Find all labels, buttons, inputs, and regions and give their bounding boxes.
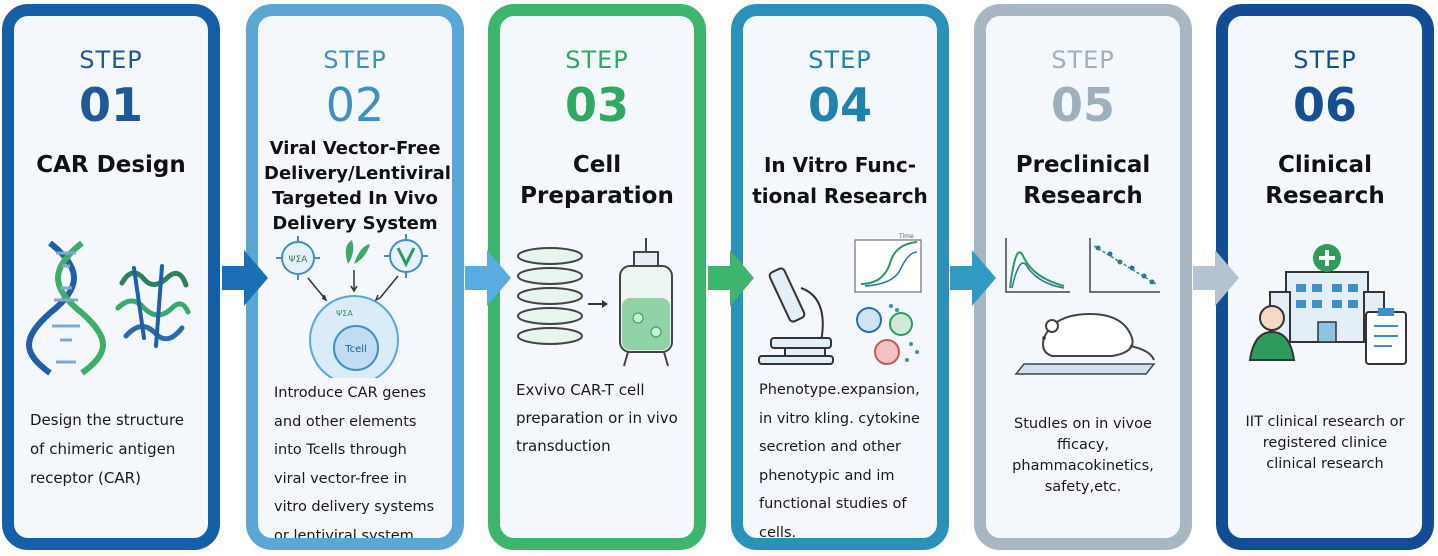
step-title: Cell Preparation [520, 152, 674, 209]
virus-tcell-icon: ΨΣΑ Tcell ΨΣΑ [276, 234, 428, 378]
cell-top-label: ΨΣΑ [336, 309, 353, 318]
dna-protein-icon [26, 240, 191, 376]
step-title: In Vitro Func-tional Research [752, 153, 928, 208]
step-number: 05 [1050, 78, 1115, 132]
step-label: STEP [808, 46, 872, 74]
tcell-label: Tcell [344, 344, 367, 355]
arrow-right-icon [465, 250, 511, 306]
step-number: 01 [78, 78, 143, 132]
step-card-01: STEP 01 CAR Design Design the structure … [2, 4, 220, 550]
arrow-right-icon [222, 250, 268, 306]
step-description: Exvivo CAR-T cell preparation or in vivo… [516, 381, 678, 455]
step-description: IIT clinical research or registered clin… [1245, 414, 1405, 472]
step-card-03: STEP 03 Cell Preparation Exvivo CAR-T ce… [488, 4, 706, 550]
step-card-06: STEP 06 Clinical Research IIT clinical r… [1216, 4, 1434, 550]
microscope-icon: Time [758, 233, 922, 365]
step-number: 03 [564, 78, 629, 132]
step-label: STEP [79, 46, 143, 74]
step-number: 06 [1292, 78, 1357, 132]
vector-left-label: ΨΣΑ [289, 255, 309, 265]
step-title: Clinical Research [1265, 152, 1385, 209]
step-card-04: STEP 04 In Vitro Func-tional Research Ti… [731, 4, 949, 550]
hospital-icon [1248, 244, 1407, 365]
arrow-right-icon [950, 250, 996, 306]
step-description: Phenotype.expansion, in vitro kling. cyt… [759, 382, 920, 541]
step-description: Studles on in vivoe fficacy, phammacokin… [1012, 416, 1154, 495]
step-title: Preclinical Research [1015, 152, 1151, 209]
arrow-right-icon [708, 250, 754, 306]
step-label: STEP [323, 46, 387, 74]
step-card-05: STEP 05 Preclinical Research Studles on … [974, 4, 1192, 550]
chart-axis-label: Time [898, 233, 914, 240]
step-description: Design the structure of chimeric antigen… [30, 411, 185, 487]
bioreactor-icon [517, 238, 673, 367]
step-description: Introduce CAR genes and other elements i… [274, 385, 435, 544]
step-card-02: STEP 02 Viral Vector-Free Delivery/Lenti… [246, 4, 464, 550]
step-title: CAR Design [36, 152, 186, 178]
step-label: STEP [1293, 46, 1357, 74]
step-label: STEP [565, 46, 629, 74]
step-title: Viral Vector-Free Delivery/Lentiviral Ta… [264, 138, 451, 234]
mouse-chart-icon [1005, 238, 1160, 375]
arrow-right-icon [1193, 250, 1239, 306]
step-number: 04 [807, 78, 872, 132]
step-label: STEP [1051, 46, 1115, 74]
step-number: 02 [325, 78, 385, 132]
